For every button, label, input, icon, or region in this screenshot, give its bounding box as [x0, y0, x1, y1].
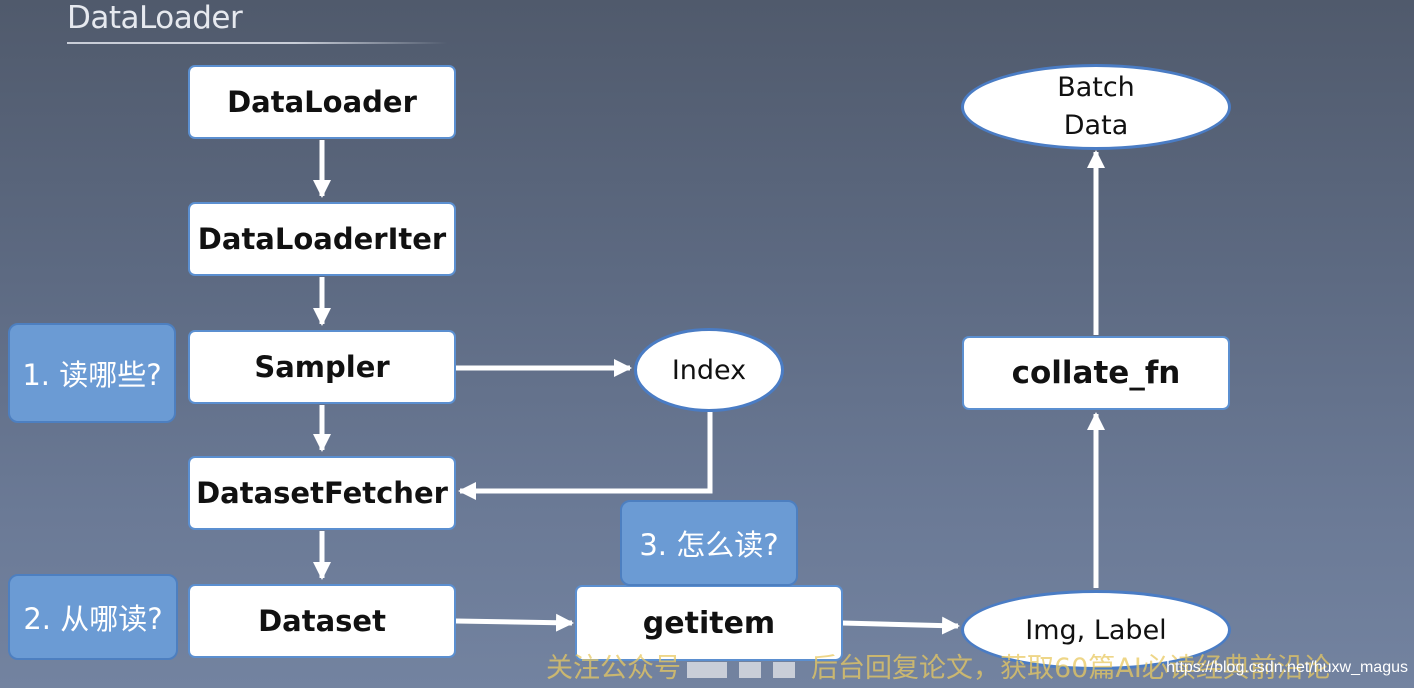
- title-underline: [67, 42, 447, 44]
- node-index: Index: [634, 328, 784, 412]
- arrow-index-to-fetcher: [458, 412, 713, 500]
- node-getitem: getitem: [575, 585, 843, 661]
- batch-data-line1: Batch: [1057, 72, 1135, 103]
- note-read-which: 1. 读哪些?: [8, 323, 176, 423]
- batch-data-line2: Data: [1063, 110, 1129, 141]
- arrow-dataset-to-getitem: [455, 613, 574, 632]
- node-sampler: Sampler: [188, 330, 456, 404]
- redaction-block: [739, 661, 761, 678]
- watermark-right: 后台回复论文，获取60篇AI必读经典前沿论: [811, 653, 1331, 684]
- redaction-block: [773, 661, 795, 678]
- node-dataset: Dataset: [188, 584, 456, 658]
- note-how-read: 3. 怎么读?: [620, 500, 798, 586]
- page-title: DataLoader: [67, 0, 243, 36]
- node-datasetfetcher: DatasetFetcher: [188, 456, 456, 530]
- watermark-left: 关注公众号: [546, 653, 681, 684]
- note-read-from: 2. 从哪读?: [8, 574, 178, 660]
- node-collate-fn: collate_fn: [962, 336, 1230, 410]
- node-dataloader: DataLoader: [188, 65, 456, 139]
- redaction-block: [687, 661, 727, 678]
- arrow-getitem-to-imglabel: [841, 616, 960, 635]
- watermark: 关注公众号 后台回复论文，获取60篇AI必读经典前沿论: [546, 646, 1331, 685]
- node-batch-data: Batch Data: [961, 64, 1231, 150]
- node-dataloaderiter: DataLoaderIter: [188, 202, 456, 276]
- source-url: https://blog.csdn.net/huxw_magus: [1166, 659, 1408, 676]
- node-img-label: Img, Label: [961, 590, 1231, 670]
